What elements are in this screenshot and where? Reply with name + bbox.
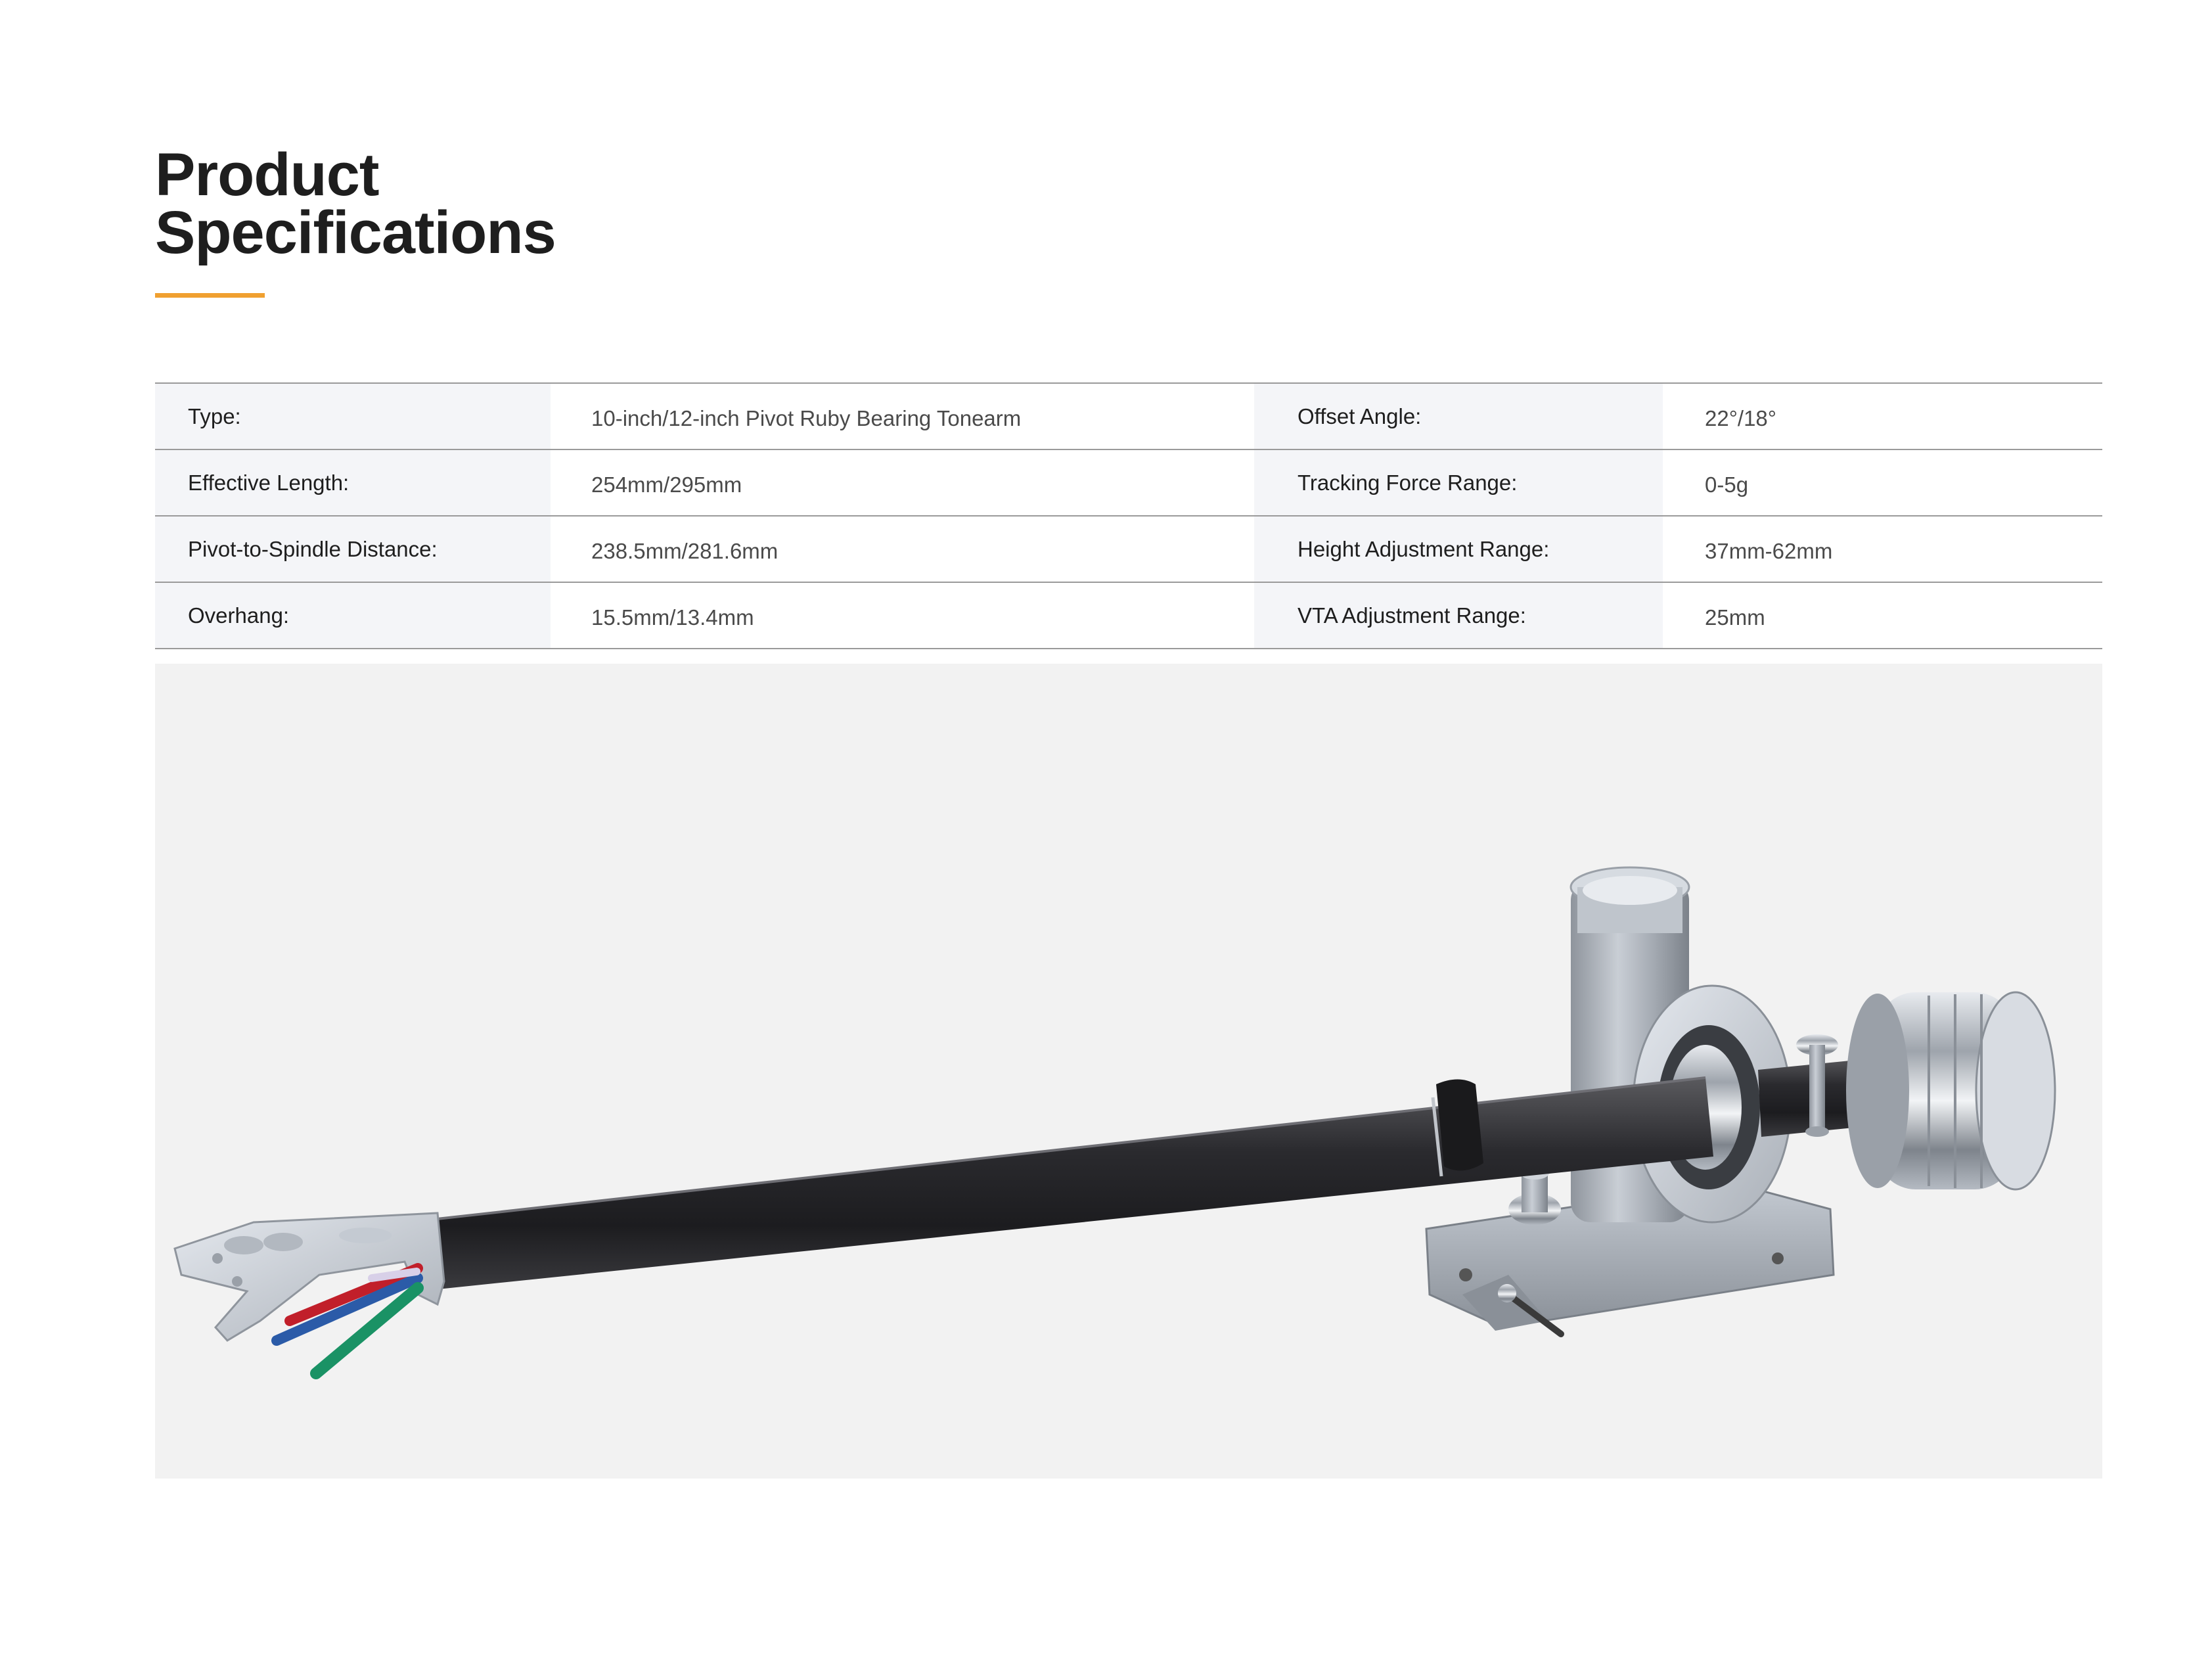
spec-row: Type: 10-inch/12-inch Pivot Ruby Bearing… (155, 384, 2102, 450)
spec-label: Height Adjustment Range: (1254, 517, 1663, 582)
spec-value: 10-inch/12-inch Pivot Ruby Bearing Tonea… (551, 384, 1254, 449)
product-image-panel (155, 664, 2102, 1479)
spec-label: Overhang: (155, 583, 551, 648)
spec-label: Tracking Force Range: (1254, 450, 1663, 515)
page-title: Product Specifications (155, 141, 556, 266)
spec-row: Pivot-to-Spindle Distance: 238.5mm/281.6… (155, 517, 2102, 583)
spec-value: 22°/18° (1663, 384, 2102, 449)
spec-label: Pivot-to-Spindle Distance: (155, 517, 551, 582)
spec-value: 37mm-62mm (1663, 517, 2102, 582)
spec-label: VTA Adjustment Range: (1254, 583, 1663, 648)
spec-value: 25mm (1663, 583, 2102, 648)
spec-value: 238.5mm/281.6mm (551, 517, 1254, 582)
spec-label: Effective Length: (155, 450, 551, 515)
spec-value: 0-5g (1663, 450, 2102, 515)
spec-row: Effective Length: 254mm/295mm Tracking F… (155, 450, 2102, 517)
spec-label: Type: (155, 384, 551, 449)
spec-table: Type: 10-inch/12-inch Pivot Ruby Bearing… (155, 382, 2102, 649)
title-accent-bar (155, 293, 265, 298)
spec-label: Offset Angle: (1254, 384, 1663, 449)
page-title-line-1: Product (155, 141, 380, 208)
spec-value: 15.5mm/13.4mm (551, 583, 1254, 648)
spec-value: 254mm/295mm (551, 450, 1254, 515)
spec-row: Overhang: 15.5mm/13.4mm VTA Adjustment R… (155, 583, 2102, 649)
tonearm-illustration (173, 866, 2056, 1379)
page-title-line-2: Specifications (155, 199, 556, 266)
